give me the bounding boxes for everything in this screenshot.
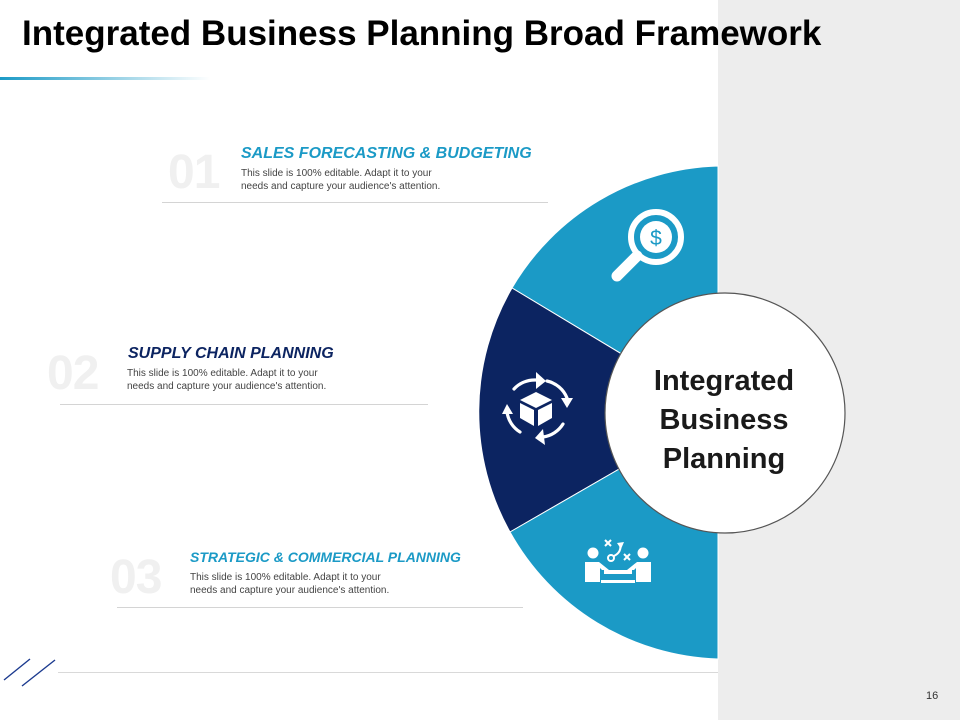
center-label-line-2: Business — [659, 404, 789, 436]
step-description: This slide is 100% editable. Adapt it to… — [127, 367, 347, 393]
segment-supply-chain[interactable] — [478, 287, 719, 533]
step-sales-forecasting: 01 SALES FORECASTING & BUDGETING This sl… — [162, 145, 552, 205]
svg-text:$: $ — [650, 227, 662, 250]
slide-title: Integrated Business Planning Broad Frame… — [22, 14, 822, 53]
step-description: This slide is 100% editable. Adapt it to… — [190, 571, 410, 597]
step-description-line-1: This slide is 100% editable. Adapt it to… — [190, 572, 381, 583]
step-title: SUPPLY CHAIN PLANNING — [128, 345, 334, 362]
step-title: STRATEGIC & COMMERCIAL PLANNING — [190, 549, 461, 565]
step-number: 03 — [110, 551, 162, 604]
center-circle — [604, 292, 846, 534]
step-number: 02 — [47, 347, 99, 400]
step-divider — [162, 202, 548, 203]
step-description-line-1: This slide is 100% editable. Adapt it to… — [127, 368, 318, 379]
step-description: This slide is 100% editable. Adapt it to… — [241, 167, 461, 193]
step-strategic-commercial: 03 STRATEGIC & COMMERCIAL PLANNING This … — [110, 549, 527, 611]
center-label-line-3: Planning — [662, 443, 786, 475]
step-number: 01 — [168, 146, 220, 199]
step-divider — [60, 404, 428, 405]
step-description-line-2: needs and capture your audience's attent… — [127, 381, 327, 392]
step-divider — [117, 607, 523, 608]
step-description-line-2: needs and capture your audience's attent… — [241, 181, 441, 192]
footer-slash-lines — [3, 658, 56, 687]
step-description-line-1: This slide is 100% editable. Adapt it to… — [241, 168, 432, 179]
dollar-magnifier-icon: $ — [611, 209, 684, 282]
strategy-meeting-icon — [585, 539, 651, 583]
step-supply-chain: 02 SUPPLY CHAIN PLANNING This slide is 1… — [47, 345, 430, 407]
step-description-line-2: needs and capture your audience's attent… — [190, 585, 390, 596]
title-underline — [0, 77, 210, 80]
center-label-line-1: Integrated — [653, 365, 795, 397]
step-title: SALES FORECASTING & BUDGETING — [241, 145, 532, 162]
footer-divider — [58, 672, 718, 673]
page-number: 16 — [926, 690, 939, 702]
center-label: Integrated Business Planning — [604, 362, 844, 479]
